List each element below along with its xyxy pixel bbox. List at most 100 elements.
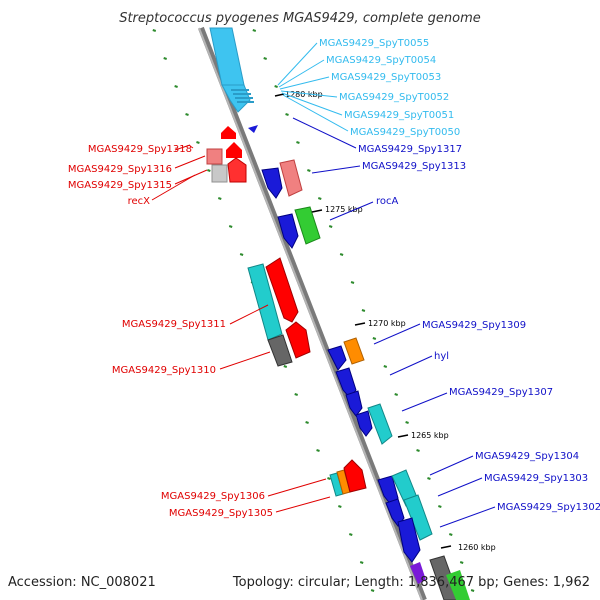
minor-tick-left [239, 253, 244, 256]
gene-spy1311 [265, 257, 299, 323]
label-spy1311: MGAS9429_Spy1311 [122, 319, 226, 330]
minor-tick-right [427, 477, 431, 480]
gene-spy1302 [397, 517, 421, 563]
gene-spy1311-teal [247, 263, 283, 341]
minor-tick-right [361, 309, 366, 312]
minor-tick-right [296, 141, 300, 144]
trna-gene-stack [231, 89, 254, 103]
minor-tick-left [196, 141, 200, 144]
minor-tick-right [405, 421, 409, 424]
gene-spy1310-arrow [285, 321, 311, 359]
label-spy1304: MGAS9429_Spy1304 [475, 451, 579, 462]
scale-label-1280: 1280 kbp [285, 90, 323, 99]
minor-tick-right [317, 197, 322, 200]
scale-tick-1280 [274, 93, 285, 97]
gene-hyl-orange [343, 337, 365, 365]
minor-tick-left [228, 225, 233, 228]
label-hyl: hyl [434, 351, 449, 362]
minor-tick-right [307, 169, 311, 172]
minor-tick-right [339, 253, 344, 256]
minor-tick-right [252, 29, 257, 32]
minor-tick-left [348, 533, 353, 536]
gene-spy1318 [221, 126, 236, 139]
label-spy1315: MGAS9429_Spy1315 [68, 180, 172, 191]
minor-tick-right [459, 561, 464, 564]
minor-tick-left [174, 85, 178, 88]
minor-tick-left [152, 29, 157, 32]
gene-spy1313-pair [279, 159, 303, 197]
minor-tick-left [327, 477, 331, 480]
scale-label-1260: 1260 kbp [458, 543, 496, 552]
gene-spy1307-b [355, 410, 373, 437]
label-spy1307: MGAS9429_Spy1307 [449, 387, 553, 398]
gene-bottom-purple [410, 562, 426, 584]
gene-spy1310 [267, 334, 293, 367]
genome-backbone-highlight [198, 27, 423, 600]
label-spy1313: MGAS9429_Spy1313 [362, 161, 466, 172]
gene-spy1307-a [345, 390, 363, 417]
gene-spy1316-arrow [226, 142, 242, 158]
scale-label-1265: 1265 kbp [411, 431, 449, 440]
label-spy1305: MGAS9429_Spy1305 [169, 508, 273, 519]
label-roca: rocA [376, 196, 399, 207]
label-spy1306: MGAS9429_Spy1306 [161, 491, 265, 502]
minor-tick-right [470, 589, 475, 592]
label-spy1309: MGAS9429_Spy1309 [422, 320, 526, 331]
labels-right-cyan: MGAS9429_SpyT0055 MGAS9429_SpyT0054 MGAS… [319, 38, 460, 138]
gene-spy1315 [227, 157, 247, 183]
scale-labels: 1280 kbp 1275 kbp 1270 kbp 1265 kbp 1260… [274, 90, 496, 552]
minor-tick-right [438, 505, 442, 508]
gene-roca [294, 206, 321, 245]
topology-summary: Topology: circular; Length: 1,836,467 bp… [232, 575, 590, 590]
minor-tick-right [285, 113, 289, 116]
minor-tick-left [217, 197, 222, 200]
minor-tick-right [394, 393, 399, 396]
scale-tick-1260 [440, 545, 452, 549]
minor-tick-right [350, 281, 355, 284]
label-spyt0054: MGAS9429_SpyT0054 [326, 55, 436, 66]
map-title: Streptococcus pyogenes MGAS9429, complet… [119, 11, 481, 26]
minor-tick-right [416, 449, 420, 452]
minor-tick-right [372, 337, 377, 340]
minor-tick-left [207, 169, 211, 172]
gene-features [206, 27, 470, 600]
minor-tick-left [185, 113, 189, 116]
minor-tick-left [294, 393, 299, 396]
minor-tick-right [263, 57, 268, 60]
label-spyt0050: MGAS9429_SpyT0050 [350, 127, 460, 138]
label-spy1318: MGAS9429_Spy1318 [88, 144, 192, 155]
small-blue-gene [248, 125, 258, 133]
minor-tick-left [283, 365, 288, 368]
label-spy1302: MGAS9429_Spy1302 [497, 502, 600, 513]
accession-label: Accession: NC_008021 [8, 575, 156, 590]
gene-spy1316 [206, 148, 223, 165]
minor-tick-right [274, 85, 278, 88]
minor-tick-left [163, 57, 168, 60]
minor-tick-left [316, 449, 320, 452]
scale-tick-1265 [397, 434, 409, 438]
gene-spy1307 [367, 403, 393, 445]
minor-tick-left [305, 421, 309, 424]
minor-tick-right [383, 365, 388, 368]
gene-recx [211, 164, 228, 183]
minor-tick-right [448, 533, 453, 536]
label-spyt0055: MGAS9429_SpyT0055 [319, 38, 429, 49]
gene-bottom-green [446, 570, 470, 600]
label-spyt0053: MGAS9429_SpyT0053 [331, 72, 441, 83]
gene-spy1305 [343, 459, 367, 493]
labels-right-blue: MGAS9429_Spy1317 MGAS9429_Spy1313 rocA M… [358, 144, 600, 513]
minor-tick-right [328, 225, 333, 228]
minor-tick-left [338, 505, 342, 508]
minor-tick-left [370, 589, 375, 592]
scale-label-1270: 1270 kbp [368, 319, 406, 328]
minor-tick-left [359, 561, 364, 564]
label-spyt0052: MGAS9429_SpyT0052 [339, 92, 449, 103]
label-spy1303: MGAS9429_Spy1303 [484, 473, 588, 484]
scale-label-1275: 1275 kbp [325, 205, 363, 214]
label-spy1316: MGAS9429_Spy1316 [68, 164, 172, 175]
label-spy1317: MGAS9429_Spy1317 [358, 144, 462, 155]
leader-lines [151, 42, 496, 528]
scale-tick-1275 [311, 209, 323, 213]
gene-spy1309 [327, 345, 347, 371]
